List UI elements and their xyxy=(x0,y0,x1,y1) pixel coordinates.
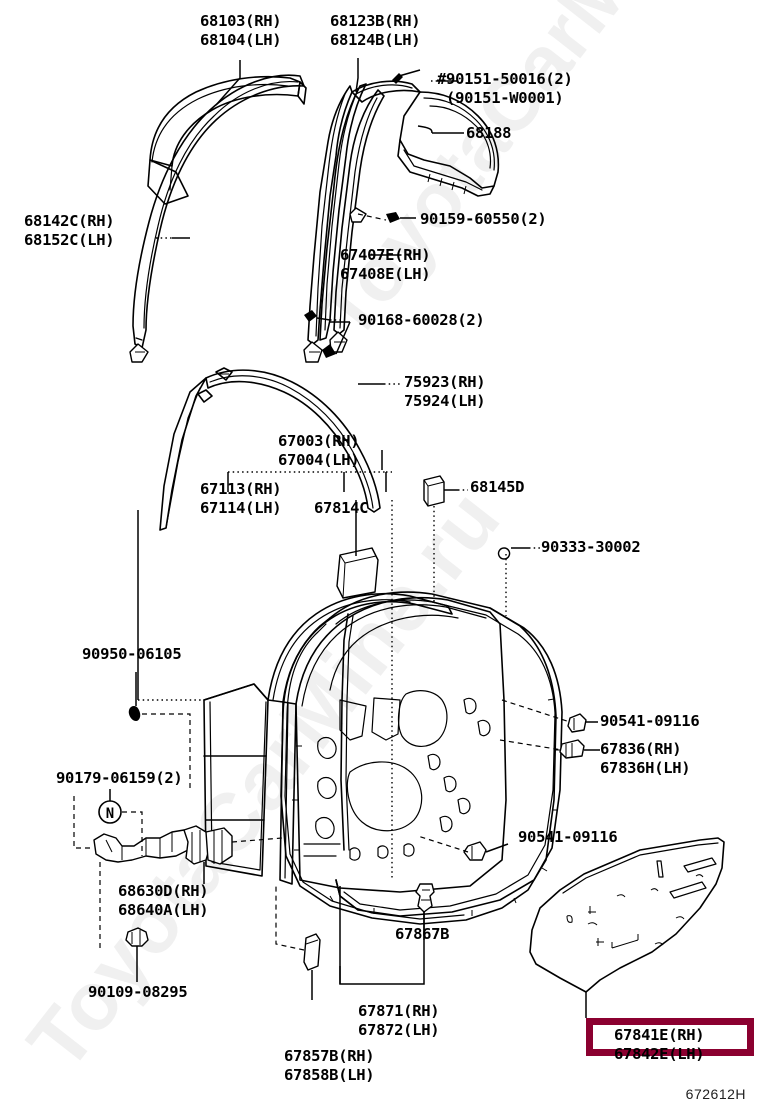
part-label-67814c: 67814C xyxy=(314,499,369,517)
part-label-90950: 90950-06105 xyxy=(82,645,182,663)
part-label-67407e: 67407E(RH) 67408E(LH) xyxy=(340,246,431,283)
part-90541-clip-upper xyxy=(567,713,587,733)
leader-lines-lower xyxy=(73,383,600,1018)
part-label-68630d: 68630D(RH) 68640A(LH) xyxy=(118,882,209,919)
part-label-67113: 67113(RH) 67114(LH) xyxy=(200,480,282,517)
part-label-67003: 67003(RH) 67004(LH) xyxy=(278,432,360,469)
part-68142c-weatherstrip xyxy=(129,74,305,363)
part-label-90109: 90109-08295 xyxy=(88,983,188,1001)
part-label-90541-upper: 90541-09116 xyxy=(600,712,700,730)
leader-lines-top xyxy=(156,58,464,358)
part-67814c-trim xyxy=(336,547,379,599)
part-label-68123b: 68123B(RH) 68124B(LH) xyxy=(330,12,421,49)
part-label-67857b: 67857B(RH) 67858B(LH) xyxy=(284,1047,375,1084)
part-label-68103: 68103(RH) 68104(LH) xyxy=(200,12,282,49)
part-label-90333: 90333-30002 xyxy=(541,538,641,556)
part-label-90159: 90159-60550(2) xyxy=(420,210,547,228)
part-label-90179: 90179-06159(2) xyxy=(56,769,183,787)
svg-text:N: N xyxy=(106,806,114,822)
part-67867b-clip xyxy=(415,883,435,913)
part-68123b-frame-moulding xyxy=(303,80,421,363)
part-67841e-glass xyxy=(529,837,725,993)
part-label-67867b: 67867B xyxy=(395,925,450,943)
part-67836-clip xyxy=(559,739,585,759)
part-68188-quarter-window xyxy=(392,69,500,197)
part-label-90151: #90151-50016(2) (90151-W0001) xyxy=(437,70,573,107)
part-label-67842e: 67842E(LH) xyxy=(614,1045,705,1063)
part-label-68145d: 68145D xyxy=(470,478,525,496)
part-75923-moulding xyxy=(159,367,381,531)
part-90333-plug xyxy=(497,547,511,560)
door-panel-assembly xyxy=(203,591,563,925)
diagram-code: 672612H xyxy=(685,1086,746,1102)
part-90109-bolt xyxy=(125,927,149,968)
part-label-67841e: 67841E(RH) xyxy=(614,1026,705,1044)
part-67857b-grommet xyxy=(303,933,321,971)
part-label-67871: 67871(RH) 67872(LH) xyxy=(358,1002,440,1039)
part-label-67836: 67836(RH) 67836H(LH) xyxy=(600,740,691,777)
part-label-75923: 75923(RH) 75924(LH) xyxy=(404,373,486,410)
part-label-68188: 68188 xyxy=(466,124,512,142)
part-label-90168: 90168-60028(2) xyxy=(358,311,485,329)
part-label-68142c: 68142C(RH) 68152C(LH) xyxy=(24,212,115,249)
part-label-90541-lower: 90541-09116 xyxy=(518,828,618,846)
part-90541-clip-lower xyxy=(463,841,487,861)
part-90950-plug xyxy=(128,706,141,721)
highlight-box xyxy=(586,1018,754,1056)
part-68145d-clip xyxy=(423,475,445,507)
